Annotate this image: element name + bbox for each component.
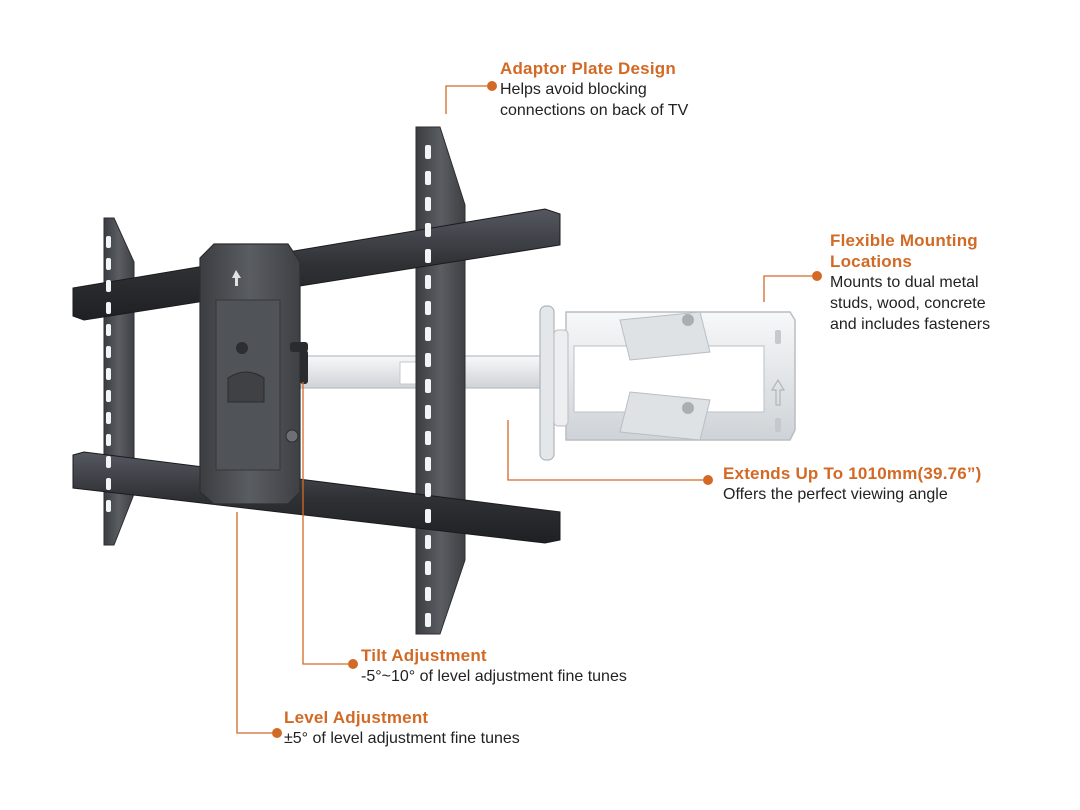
rail-slot [425, 509, 431, 523]
rail-slot [106, 368, 111, 380]
rail-slot [425, 613, 431, 627]
rail-slot [106, 346, 111, 358]
rail-slot [106, 302, 111, 314]
rail-slot [106, 456, 111, 468]
rail-slot [106, 412, 111, 424]
rail-slot [106, 434, 111, 446]
rail-slot [106, 478, 111, 490]
callout-tilt: Tilt Adjustment -5°~10° of level adjustm… [361, 645, 627, 687]
rail-slot [106, 500, 111, 512]
callout-adaptor-plate: Adaptor Plate Design Helps avoid blockin… [500, 58, 688, 121]
callout-dots [272, 81, 822, 738]
adaptor-plate-desc-2: connections on back of TV [500, 102, 689, 119]
rail-slot [425, 275, 431, 289]
rail-slot [425, 457, 431, 471]
rail-slot [425, 353, 431, 367]
rail-slot [106, 390, 111, 402]
rail-slot [425, 587, 431, 601]
rail-slot [425, 431, 431, 445]
flexible-mounting-desc-1: Mounts to dual metal [830, 274, 979, 291]
callout-flexible-mounting: Flexible Mounting Locations Mounts to du… [830, 230, 990, 335]
callout-level: Level Adjustment ±5° of level adjustment… [284, 707, 520, 749]
flexible-mounting-title-2: Locations [830, 252, 913, 271]
wall-plate [565, 311, 796, 441]
rail-slot [425, 535, 431, 549]
rail-slot [425, 301, 431, 315]
callout-extends: Extends Up To 1010mm(39.76”) Offers the … [723, 463, 981, 505]
adaptor-plate-title: Adaptor Plate Design [500, 59, 676, 78]
flexible-mounting-desc-2: studs, wood, concrete [830, 295, 986, 312]
rail-slot [425, 405, 431, 419]
adaptor-plate [199, 243, 308, 505]
rail-slot [425, 197, 431, 211]
flexible-mounting-desc-3: and includes fasteners [830, 316, 991, 333]
rail-slot [425, 483, 431, 497]
rail-slot [425, 249, 431, 263]
rail-slots [106, 145, 431, 627]
rail-slot [425, 561, 431, 575]
level-title: Level Adjustment [284, 708, 429, 727]
horizontal-bar-bottom [72, 451, 561, 544]
extends-title: Extends Up To 1010mm(39.76”) [723, 464, 982, 483]
rail-slot [425, 223, 431, 237]
tilt-desc: -5°~10° of level adjustment fine tunes [361, 668, 627, 685]
rail-slot [106, 236, 111, 248]
rail-slot [106, 258, 111, 270]
rail-slot [425, 171, 431, 185]
rail-slot [106, 324, 111, 336]
rail-slot [425, 145, 431, 159]
rail-slot [425, 379, 431, 393]
adaptor-plate-desc-1: Helps avoid blocking [500, 81, 647, 98]
rail-slot [425, 327, 431, 341]
rail-slot [106, 280, 111, 292]
vertical-rail-right [415, 126, 466, 635]
horizontal-bar-top [72, 208, 561, 321]
callout-connectors [236, 85, 812, 734]
extends-desc: Offers the perfect viewing angle [723, 486, 948, 503]
level-desc: ±5° of level adjustment fine tunes [284, 730, 520, 747]
flexible-mounting-title-1: Flexible Mounting [830, 231, 978, 250]
tilt-title: Tilt Adjustment [361, 646, 487, 665]
